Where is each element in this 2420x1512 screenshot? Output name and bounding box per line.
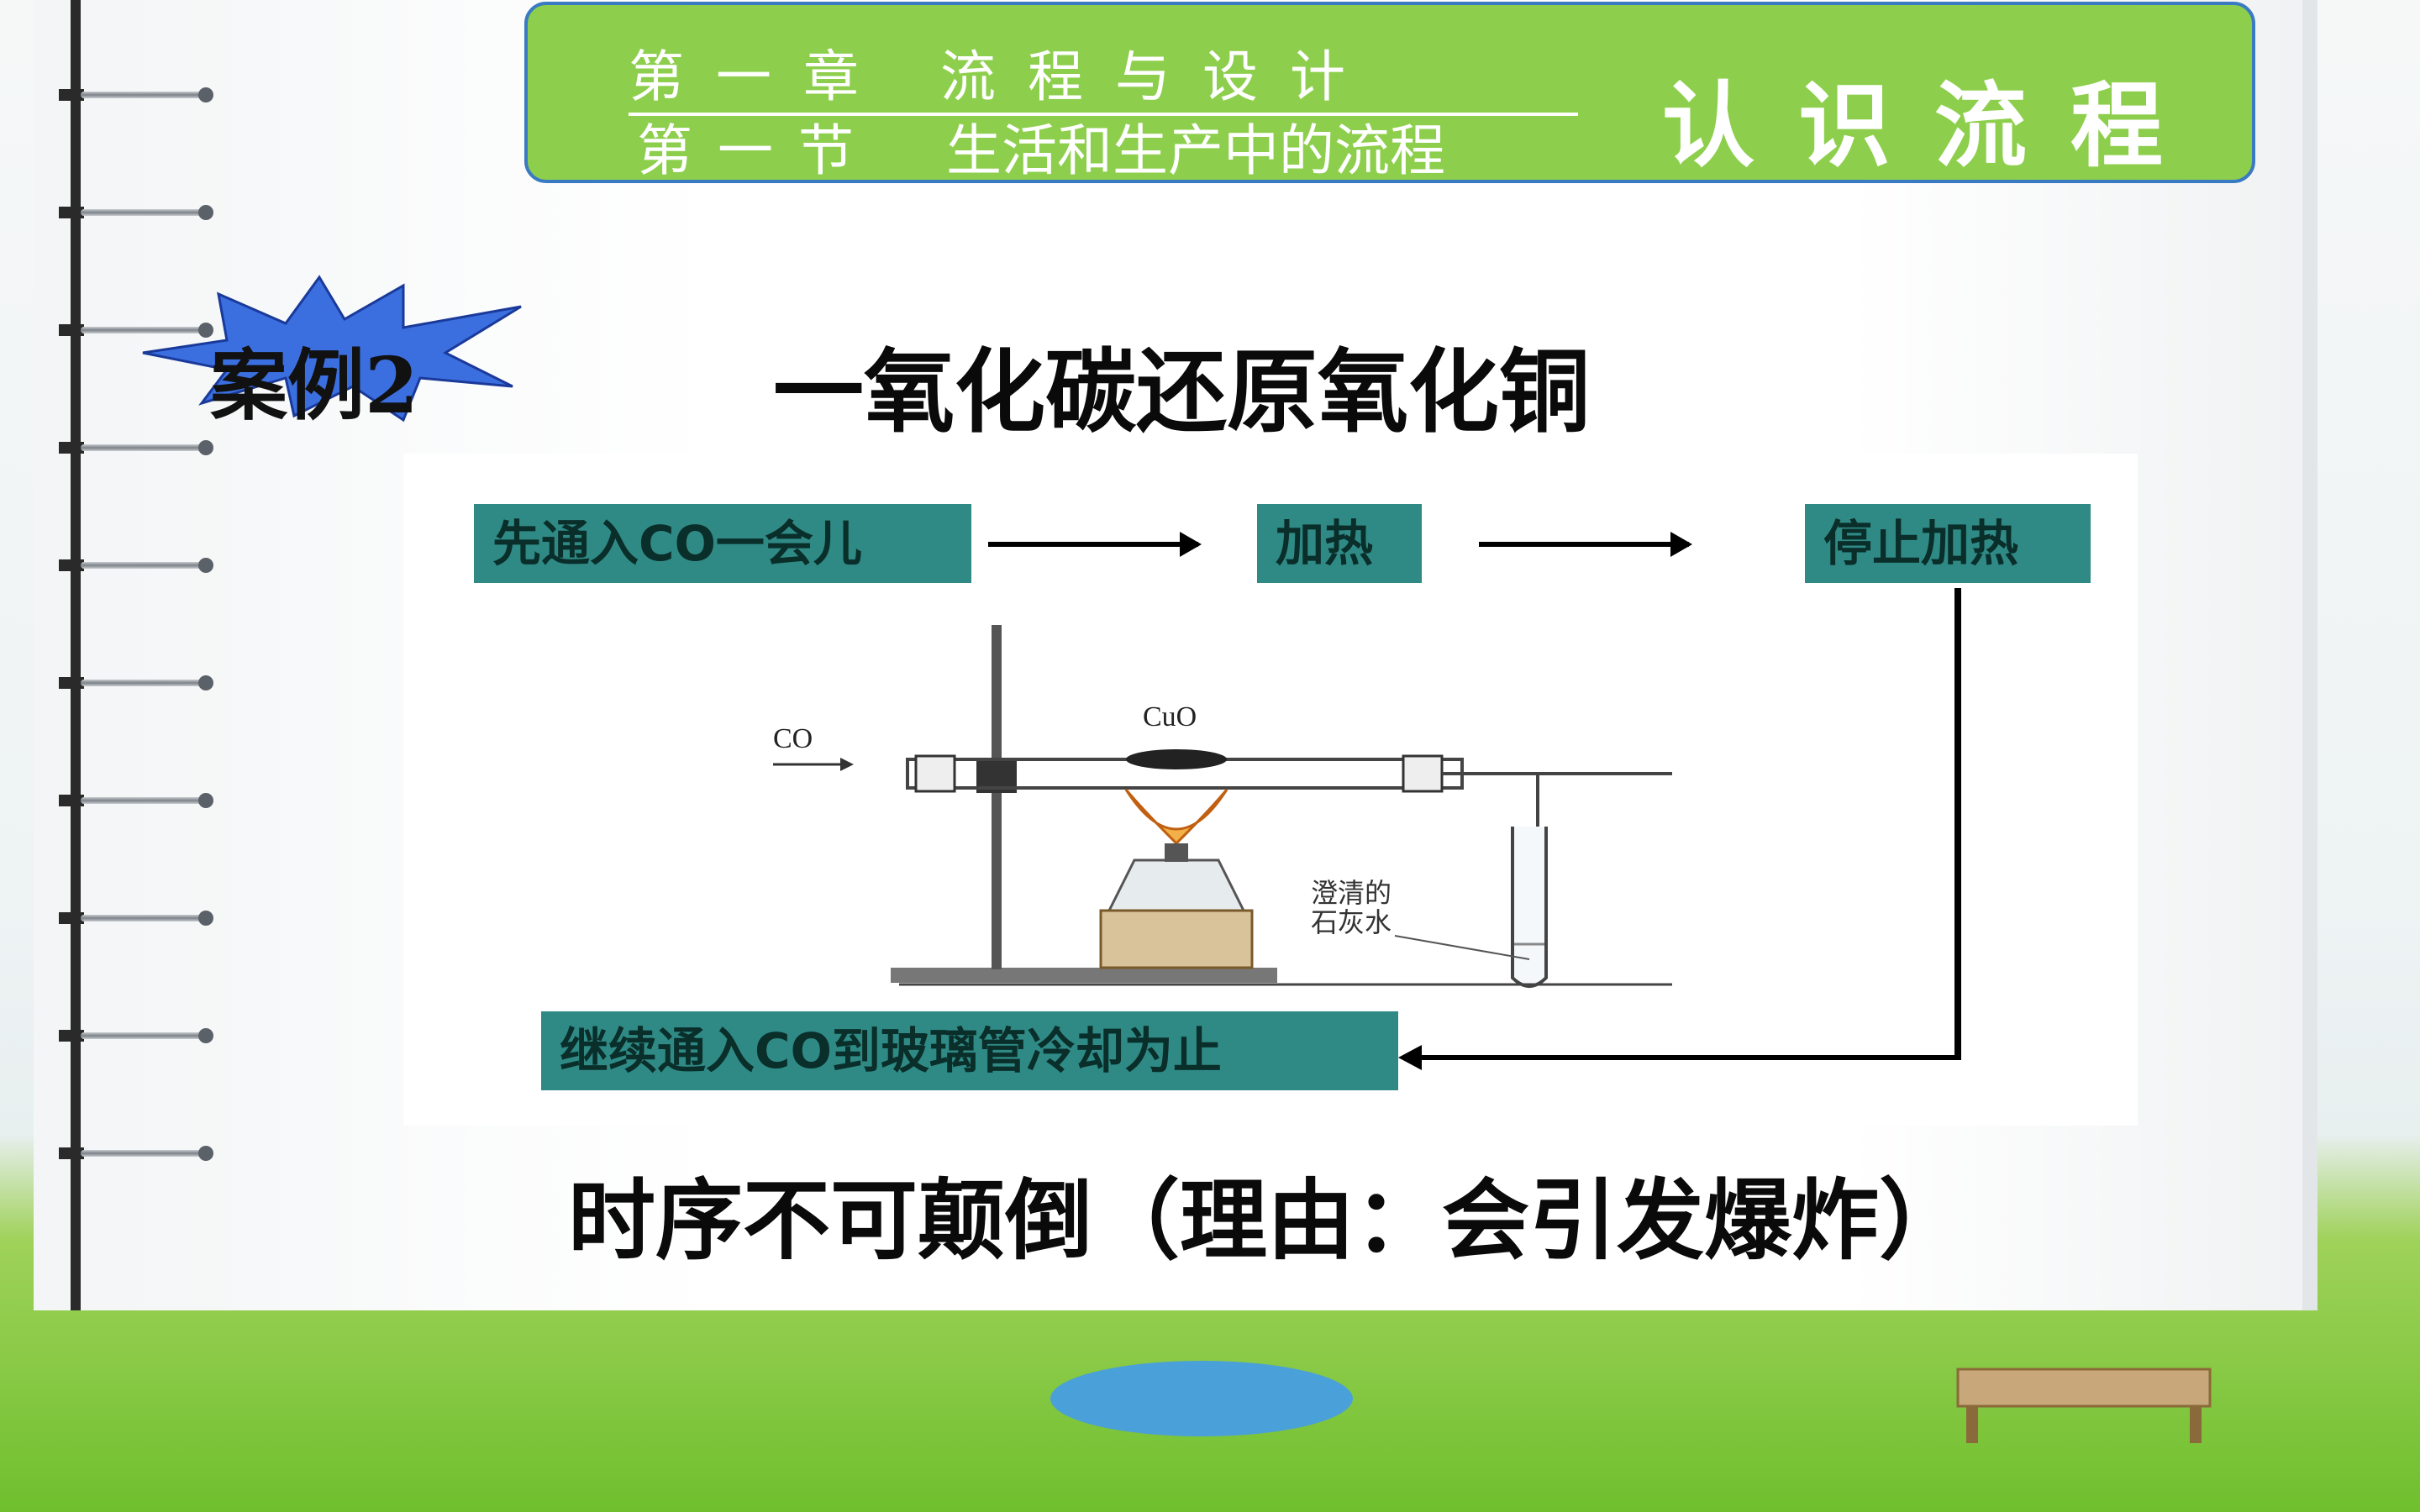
spiral-ring-icon: [59, 907, 213, 929]
header-divider: [629, 113, 1578, 116]
flow-step-4: 继续通入CO到玻璃管冷却为止: [541, 1011, 1398, 1090]
arrow-left-icon: [1398, 1045, 1961, 1070]
limewater-label-line2: 石灰水: [1311, 906, 1392, 938]
co-label: CO: [773, 723, 813, 754]
spiral-ring-icon: [59, 1142, 213, 1164]
limewater-label-line1: 澄清的: [1311, 877, 1392, 909]
spiral-ring-icon: [59, 672, 213, 694]
starburst-icon: [142, 275, 522, 423]
spiral-ring-icon: [59, 202, 213, 223]
spiral-ring-icon: [59, 84, 213, 106]
pond-decoration: [1050, 1361, 1353, 1436]
notebook-spine: [71, 0, 81, 1310]
spiral-ring-icon: [59, 1025, 213, 1047]
spiral-ring-icon: [59, 437, 213, 459]
flow-step-1: 先通入CO一会儿: [474, 504, 971, 583]
connector-line: [1954, 588, 1961, 1060]
page-title: 一氧化碳还原氧化铜: [773, 340, 1591, 445]
chapter-title: 第一章 流程与设计: [629, 45, 1377, 109]
sequence-note: 时序不可颠倒（理由：会引发爆炸）: [568, 1169, 1967, 1272]
apparatus-diagram: CO CuO 澄清的 石灰水: [706, 591, 1731, 998]
bench-icon: [1956, 1368, 2212, 1443]
process-flow-panel: 先通入CO一会儿 加热 停止加热 继续通入CO到玻璃管冷却为止: [403, 454, 2138, 1126]
chapter-header: 第一章 流程与设计 第一节 生活和生产中的流程 认识流程: [524, 2, 2255, 183]
arrow-right-icon: [1479, 532, 1692, 557]
case-label: 案例2: [210, 340, 419, 431]
section-title: 第一节 生活和生产中的流程: [637, 106, 1445, 186]
flow-step-2: 加热: [1257, 504, 1422, 583]
cuo-label: CuO: [1143, 701, 1197, 732]
arrow-right-icon: [988, 532, 1202, 557]
section-number: 第一节: [637, 118, 879, 183]
spiral-ring-icon: [59, 319, 213, 341]
section-name: 生活和生产中的流程: [946, 118, 1445, 183]
spiral-ring-icon: [59, 554, 213, 576]
spiral-ring-icon: [59, 790, 213, 811]
flow-step-3: 停止加热: [1805, 504, 2091, 583]
topic-title: 认识流程: [1662, 72, 2207, 180]
